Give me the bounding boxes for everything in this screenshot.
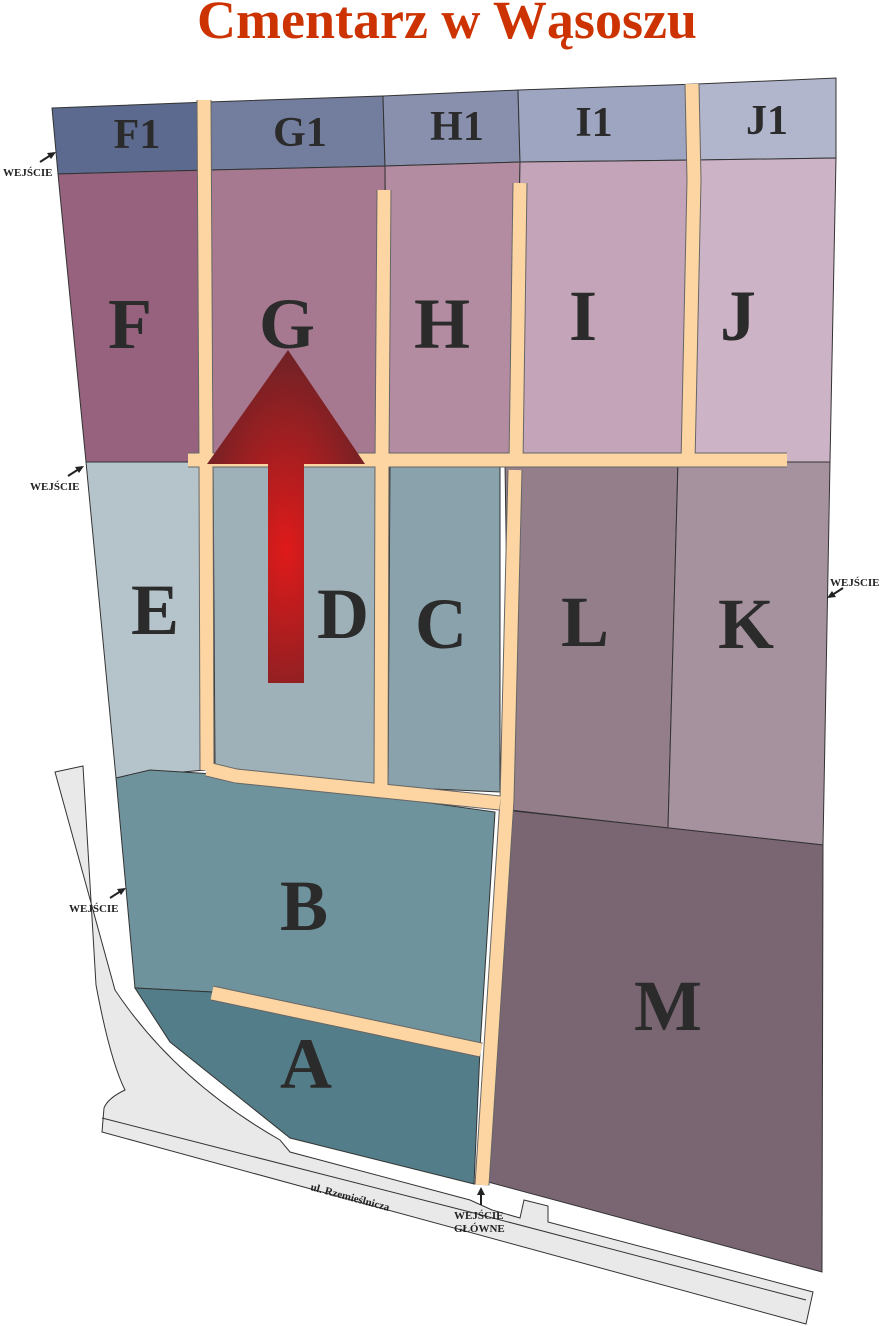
entrance-w-low: WEJŚCIE (69, 888, 126, 915)
entrance-label-2: GŁÓWNE (454, 1223, 505, 1235)
label-f: F (108, 284, 152, 364)
entrance-east: WEJŚCIE (827, 577, 880, 598)
entrance-label: WEJŚCIE (30, 481, 80, 493)
entrance-nw: WEJŚCIE (3, 152, 56, 179)
street-edge (101, 1117, 807, 1301)
label-b: B (280, 866, 328, 946)
label-h: H (414, 284, 470, 364)
label-k: K (718, 584, 774, 664)
section-j[interactable] (684, 157, 837, 463)
label-h1: H1 (430, 104, 484, 150)
map-title: Cmentarz w Wąsoszu (197, 0, 697, 50)
label-c: C (415, 584, 467, 664)
label-f1: F1 (114, 112, 161, 158)
entrance-label: WEJŚCIE (3, 167, 53, 179)
entrance-label: WEJŚCIE (69, 903, 119, 915)
label-j1: J1 (746, 98, 788, 144)
label-m: M (634, 966, 702, 1046)
label-i1: I1 (575, 100, 612, 146)
north-arrow-icon (207, 350, 365, 683)
label-e: E (131, 570, 179, 650)
label-g: G (259, 284, 315, 364)
label-i: I (569, 276, 597, 356)
entrance-label: WEJŚCIE (454, 1210, 504, 1222)
street-ul-rzemieslnicza (54, 765, 814, 1325)
label-a: A (280, 1024, 332, 1104)
paths (188, 83, 787, 1186)
label-l: L (561, 582, 609, 662)
label-g1: G1 (273, 110, 327, 156)
entrance-main: WEJŚCIE GŁÓWNE (454, 1187, 505, 1235)
label-j: J (720, 276, 756, 356)
entrance-label: WEJŚCIE (830, 577, 880, 589)
entrance-w-mid: WEJŚCIE (30, 466, 84, 493)
label-d: D (317, 574, 369, 654)
section-i[interactable] (514, 159, 698, 463)
sections (51, 77, 837, 1273)
